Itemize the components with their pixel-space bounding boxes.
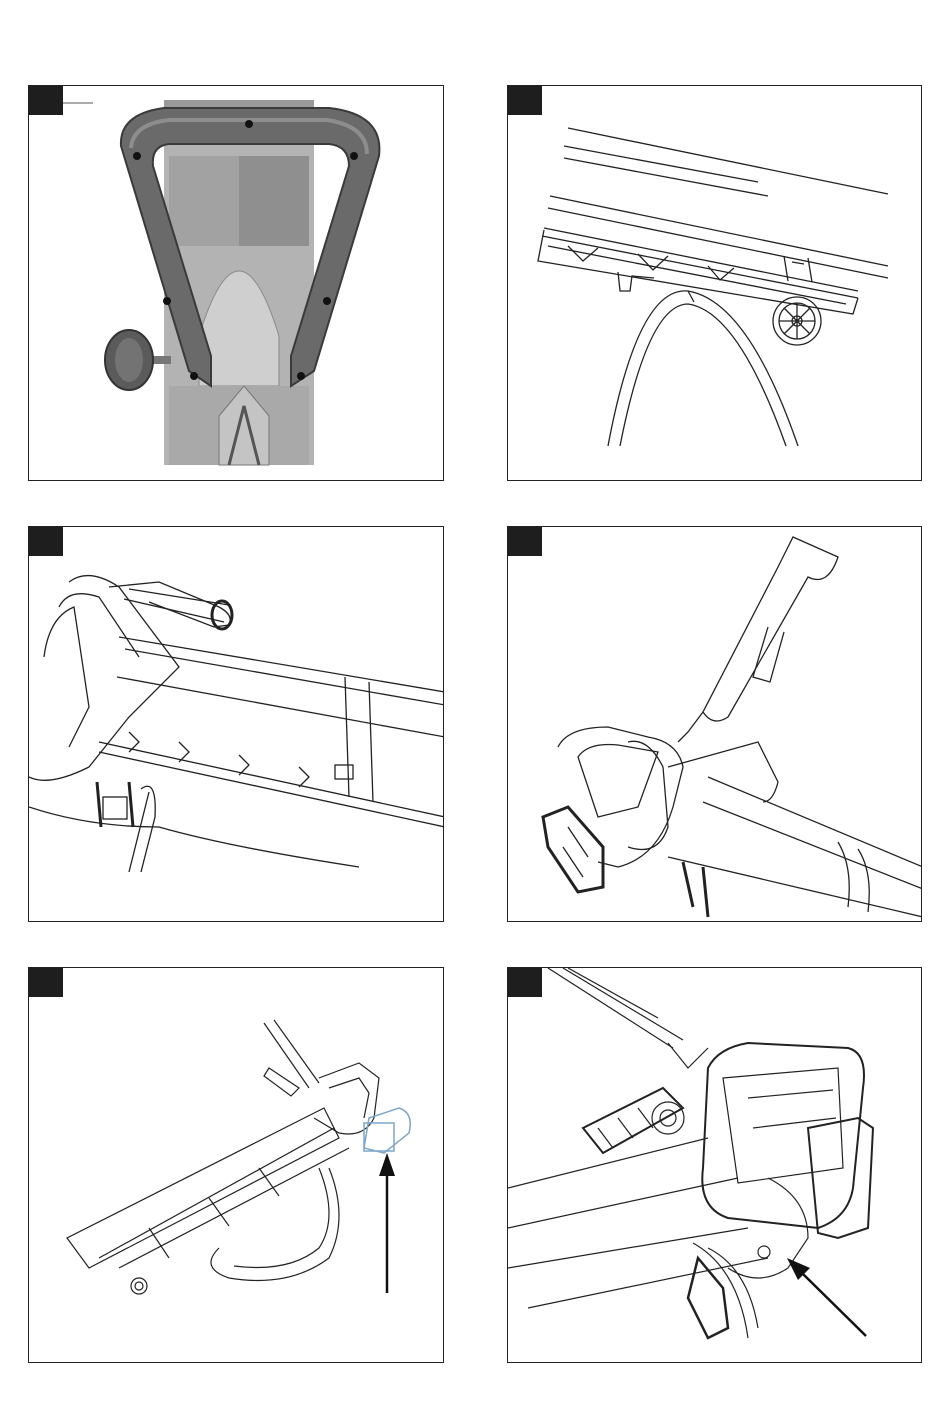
switch-detail-drawing [508,968,922,1363]
panel-3 [28,526,444,922]
tube-assembly-drawing [29,527,444,922]
panel-6 [507,967,922,1363]
panel-1 [28,85,444,481]
panel-5 [28,967,444,1363]
panel-2 [507,85,922,481]
handle-photo [29,86,444,481]
blower-overview-drawing [29,968,444,1363]
tube-wheel-drawing [508,86,922,481]
panel-4 [507,526,922,922]
strap-attach-drawing [508,527,922,922]
